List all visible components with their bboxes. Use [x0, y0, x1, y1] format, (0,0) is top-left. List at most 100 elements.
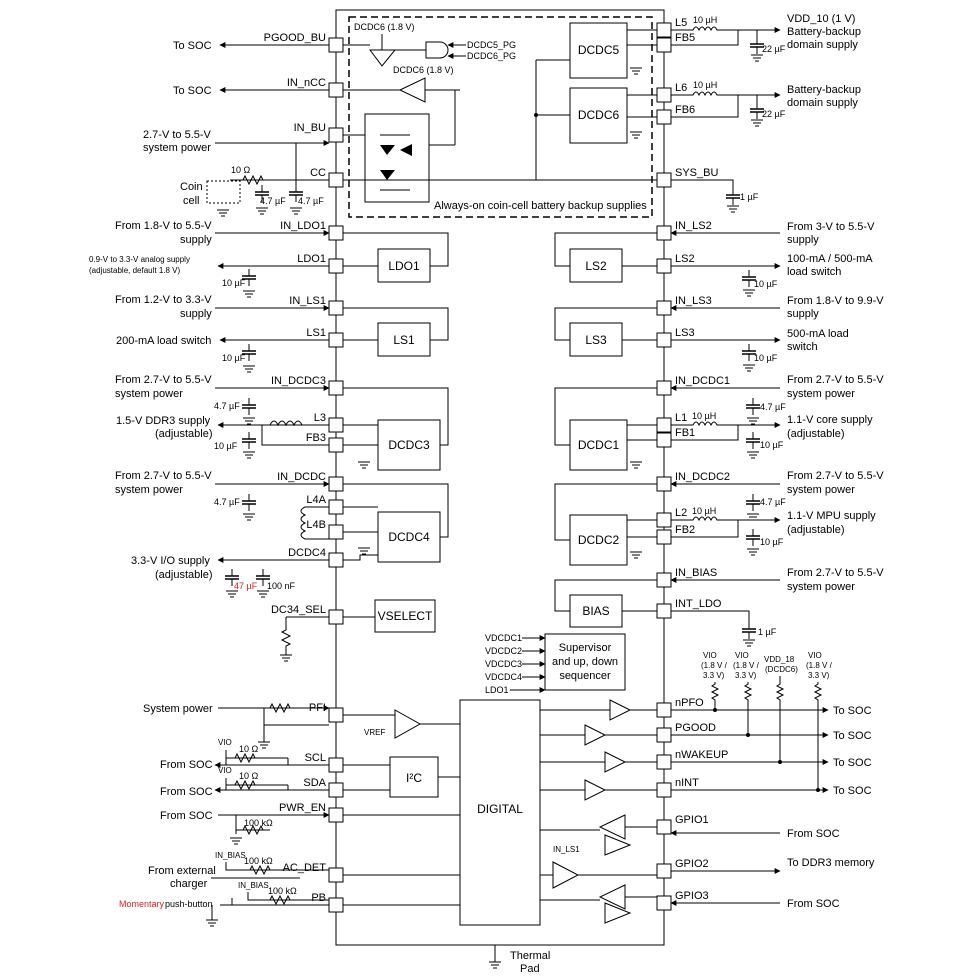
svg-text:system power: system power: [787, 484, 855, 496]
svg-text:0.9-V to 3.3-V analog supply: 0.9-V to 3.3-V analog supply: [89, 255, 190, 264]
pin-label-nint: nINT: [675, 777, 699, 789]
pin-label-npfo: nPFO: [675, 697, 704, 709]
left-pins: PGOOD_BUIN_nCCIN_BUCCIN_LDO1LDO1IN_LS1LS…: [264, 32, 344, 913]
pin-label-in-dcdc1: IN_DCDC1: [675, 375, 730, 387]
dcdc5-block: DCDC5: [569, 22, 628, 79]
svg-text:10 µF: 10 µF: [754, 279, 778, 289]
pin-in-dcdc1: [656, 380, 672, 396]
pg-and-gate: [425, 41, 449, 59]
bias-block: BIAS: [569, 594, 623, 628]
svg-text:domain supply: domain supply: [787, 39, 858, 51]
svg-text:10 Ω: 10 Ω: [239, 744, 259, 754]
pin-fb6: [656, 109, 672, 125]
svg-text:System power: System power: [143, 703, 213, 715]
svg-text:100 nF: 100 nF: [267, 581, 296, 591]
thermal-pad: Thermal Pad: [488, 945, 550, 975]
digital-block: DIGITAL: [459, 699, 541, 926]
svg-text:cell: cell: [183, 195, 200, 207]
svg-text:VSELECT: VSELECT: [378, 609, 433, 623]
pin-pfi: [328, 707, 344, 723]
pushbutton-label: push-button: [165, 899, 213, 909]
dcdc6-pg-label: DCDC6_PG: [467, 51, 516, 61]
svg-text:From external: From external: [148, 865, 216, 877]
svg-text:IN_BIAS: IN_BIAS: [238, 881, 269, 890]
svg-text:10 µF: 10 µF: [760, 537, 784, 547]
svg-text:BIAS: BIAS: [582, 604, 609, 618]
svg-text:Battery-backup: Battery-backup: [787, 26, 861, 38]
momentary-label: Momentary: [119, 899, 165, 909]
pin-label-ls1: LS1: [306, 327, 326, 339]
dcdc3-block: DCDC3: [377, 419, 441, 471]
pin-pgood-bu: [328, 37, 344, 53]
pin-l4b: [328, 524, 344, 540]
svg-text:10 µH: 10 µH: [692, 411, 716, 421]
pin-in-bu: [328, 127, 344, 143]
svg-text:To SOC: To SOC: [833, 705, 872, 717]
pin-label-l4b: L4B: [306, 519, 326, 531]
svg-text:3.3 V): 3.3 V): [703, 671, 725, 680]
svg-text:(adjustable): (adjustable): [787, 428, 844, 440]
svg-text:LS3: LS3: [585, 333, 607, 347]
svg-text:3.3 V): 3.3 V): [808, 671, 830, 680]
in-ls1-label: IN_LS1: [553, 845, 580, 854]
svg-text:10 µF: 10 µF: [754, 353, 778, 363]
svg-text:VIO: VIO: [703, 651, 717, 660]
pin-in-bias: [656, 572, 672, 588]
pin-label-sys-bu: SYS_BU: [675, 167, 718, 179]
svg-text:100-mA / 500-mA: 100-mA / 500-mA: [787, 253, 873, 265]
svg-text:LS1: LS1: [393, 333, 415, 347]
svg-text:From 2.7-V to 5.5-V: From 2.7-V to 5.5-V: [787, 374, 884, 386]
svg-text:(DCDC6): (DCDC6): [765, 665, 798, 674]
pin-in-ls1: [328, 300, 344, 316]
dcdc6-block: DCDC6: [569, 87, 628, 144]
pin-in-ldo1: [328, 225, 344, 241]
svg-text:system power: system power: [787, 581, 855, 593]
svg-text:3.3-V I/O supply: 3.3-V I/O supply: [131, 555, 210, 567]
svg-text:VDD_18: VDD_18: [764, 655, 795, 664]
pin-fb5: [656, 37, 672, 53]
svg-text:(adjustable): (adjustable): [155, 428, 212, 440]
svg-text:sequencer: sequencer: [559, 670, 611, 682]
dcdc4-block: DCDC4: [377, 511, 441, 563]
svg-text:100 kΩ: 100 kΩ: [244, 856, 273, 866]
pin-label-ac-det: AC_DET: [283, 862, 327, 874]
svg-text:system power: system power: [143, 142, 211, 154]
pin-label-in-bias: IN_BIAS: [675, 567, 717, 579]
pin-label-in-ls1: IN_LS1: [289, 295, 326, 307]
pin-label-in-ls2: IN_LS2: [675, 220, 712, 232]
backup-caption: Always-on coin-cell battery backup suppl…: [434, 200, 647, 212]
svg-text:(adjustable): (adjustable): [787, 524, 844, 536]
supervisor-block: Supervisor and up, down sequencer: [544, 633, 626, 691]
cap-47uf: 47 µF: [234, 581, 258, 591]
ldo1-block: LDO1: [377, 248, 431, 283]
pin-label-fb1: FB1: [675, 427, 695, 439]
svg-text:From 2.7-V to 5.5-V: From 2.7-V to 5.5-V: [115, 374, 212, 386]
svg-text:22 µF: 22 µF: [762, 109, 786, 119]
svg-text:From 2.7-V to 5.5-V: From 2.7-V to 5.5-V: [115, 470, 212, 482]
svg-text:4.7 µF: 4.7 µF: [760, 402, 786, 412]
ls3-block: LS3: [569, 322, 623, 357]
dcdc5-pg-label: DCDC5_PG: [467, 40, 516, 50]
pin-l2: [656, 512, 672, 528]
pin-label-l5: L5: [675, 17, 687, 29]
svg-text:I²C: I²C: [406, 771, 422, 785]
svg-text:Thermal: Thermal: [510, 950, 550, 962]
svg-text:2.7-V to 5.5-V: 2.7-V to 5.5-V: [143, 129, 212, 141]
pin-ls1: [328, 332, 344, 348]
svg-text:10 µH: 10 µH: [692, 506, 716, 516]
pin-sys-bu: [656, 172, 672, 188]
pin-label-ls3: LS3: [675, 327, 695, 339]
svg-text:VIO: VIO: [735, 651, 749, 660]
open-drain-buffers: IN_LS1: [540, 699, 657, 924]
pin-label-in-ls3: IN_LS3: [675, 295, 712, 307]
svg-text:switch: switch: [787, 341, 818, 353]
pin-label-in-dcdc: IN_DCDC: [277, 471, 326, 483]
pin-gpio3: [656, 895, 672, 911]
svg-text:LDO1: LDO1: [485, 685, 509, 695]
pin-label-gpio1: GPIO1: [675, 814, 709, 826]
svg-text:1.1-V core supply: 1.1-V core supply: [787, 414, 873, 426]
pin-label-l6: L6: [675, 82, 687, 94]
svg-text:system power: system power: [787, 388, 855, 400]
svg-text:10 µH: 10 µH: [693, 80, 717, 90]
